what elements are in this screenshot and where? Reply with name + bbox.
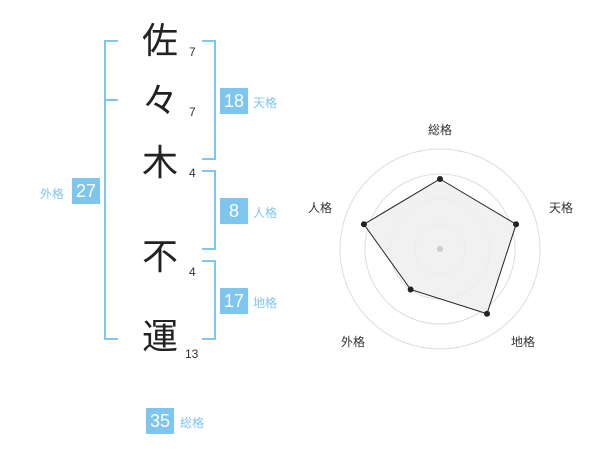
jinkaku-label: 人格 <box>253 206 278 220</box>
stroke-count-5: 13 <box>185 347 199 361</box>
tenkaku-label: 天格 <box>253 96 278 110</box>
radar-point-4 <box>407 286 414 293</box>
stroke-count-3: 4 <box>189 166 196 180</box>
radar-label-soukaku: 総格 <box>428 123 453 137</box>
gaikaku-bracket-tick <box>104 99 118 101</box>
radar-point-1 <box>437 176 443 182</box>
jinkaku-value: 8 <box>220 198 248 224</box>
radar-point-2 <box>513 221 520 228</box>
gaikaku-label: 外格 <box>40 187 65 201</box>
radar-chart <box>339 148 541 350</box>
radar-label-jinkaku: 人格 <box>308 201 333 215</box>
stroke-count-4: 4 <box>189 265 196 279</box>
radar-ring-3 <box>364 173 516 325</box>
soukaku-label: 総格 <box>180 416 205 430</box>
gaikaku-bracket <box>104 40 118 340</box>
radar-label-chikaku: 地格 <box>511 335 536 349</box>
radar-center-dot <box>437 246 443 252</box>
name-char-5: 運 <box>141 317 178 358</box>
stroke-count-2: 7 <box>189 105 196 119</box>
gaikaku-value: 27 <box>72 178 100 204</box>
name-char-3: 木 <box>141 143 178 184</box>
radar-label-gaikaku: 外格 <box>341 335 366 349</box>
radar-point-3 <box>484 310 491 317</box>
tenkaku-bracket <box>202 40 216 160</box>
name-char-1: 佐 <box>141 21 178 62</box>
stroke-count-1: 7 <box>189 45 196 59</box>
chikaku-bracket <box>202 260 216 340</box>
radar-point-5 <box>360 221 367 228</box>
jinkaku-bracket <box>202 170 216 250</box>
radar-label-tenkaku: 天格 <box>549 201 574 215</box>
tenkaku-value: 18 <box>220 88 248 114</box>
chikaku-label: 地格 <box>253 296 278 310</box>
soukaku-value: 35 <box>146 408 174 434</box>
chikaku-value: 17 <box>220 288 248 314</box>
name-char-4: 不 <box>141 237 178 278</box>
radar-ring-4 <box>339 148 541 350</box>
name-char-2: 々 <box>141 81 178 122</box>
